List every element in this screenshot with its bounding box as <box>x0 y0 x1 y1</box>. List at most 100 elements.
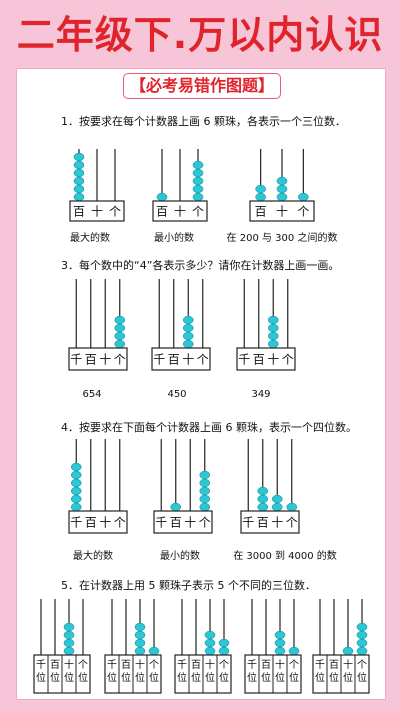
q3-abacus-3-place-label: 百 <box>253 353 265 367</box>
q1-abacus-2-frame <box>152 200 208 222</box>
q1-abacus-1-frame <box>69 200 125 222</box>
q5-abacus-4-place-label: 位 <box>261 671 271 684</box>
q4-abacus-3-bead <box>286 502 298 512</box>
q3-abacus-1-bead <box>114 315 126 325</box>
q4-abacus-1-bead <box>70 502 82 512</box>
q5-abacus-1-place-label: 位 <box>78 671 88 684</box>
q5-abacus-5-bead <box>342 646 354 656</box>
q3-label-3: 349 <box>251 389 271 400</box>
q3-abacus-2-bead <box>182 331 194 341</box>
q3-label-2: 450 <box>167 389 187 400</box>
q1-abacus-2-place-label: 十 <box>174 205 186 219</box>
q5-abacus-4-place-label: 十 <box>275 658 285 671</box>
q1-abacus-2-bead <box>192 184 204 194</box>
q3-abacus-1-place-label: 千 <box>70 353 82 367</box>
q5-abacus-5-place-label: 位 <box>343 671 353 684</box>
question-4: 4．按要求在下面每个计数器上画 6 颗珠，表示一个四位数。 <box>61 421 357 434</box>
q5-abacus-5-place-label: 位 <box>315 671 325 684</box>
q5-abacus-3-place-label: 十 <box>205 658 215 671</box>
q5-abacus-5-place-label: 千 <box>315 659 325 671</box>
q4-abacus-3-bead <box>257 494 269 504</box>
q4-abacus-3-bead <box>257 486 269 496</box>
q4-abacus-1-place-label: 百 <box>85 516 97 530</box>
q5-abacus-2-bead <box>134 630 146 640</box>
q5-abacus-2-place-label: 十 <box>135 658 145 671</box>
q5-abacus-2-place-label: 位 <box>135 671 145 684</box>
q5-abacus-2-bead <box>134 622 146 632</box>
q3-abacus-1-place-label: 百 <box>85 353 97 367</box>
q5-abacus-4-place-label: 千 <box>247 659 257 671</box>
q1-label-2: 最小的数 <box>154 233 194 244</box>
q3-abacus-1-bead <box>114 331 126 341</box>
q4-abacus-1-bead <box>70 478 82 488</box>
q3-abacus-2-place-label: 千 <box>153 353 165 367</box>
worksheet: 【必考易错作图题】 1．按要求在每个计数器上画 6 颗珠，各表示一个三位数． 最… <box>16 68 386 700</box>
q3-abacus-3-bead <box>267 315 279 325</box>
q3-abacus-2-place-label: 十 <box>182 353 194 367</box>
q5-abacus-2-place-label: 百 <box>121 659 131 671</box>
q3-abacus-2-frame <box>151 347 211 371</box>
q5-abacus-1-bead <box>63 638 75 648</box>
q5-abacus-5-bead <box>356 638 368 648</box>
q5-abacus-4-bead <box>274 646 286 656</box>
q1-abacus-3-frame <box>249 200 315 222</box>
q3-label-1: 654 <box>82 389 102 400</box>
q5-abacus-3-place-label: 位 <box>177 671 187 684</box>
q5-abacus-4-place-label: 位 <box>289 671 299 684</box>
q1-abacus-3-bead <box>276 176 288 186</box>
q3-abacus-3-place-label: 十 <box>267 353 279 367</box>
q5-abacus-5-place-label: 位 <box>329 671 339 684</box>
q5-abacus-1-place-label: 位 <box>36 671 46 684</box>
q5-abacus-3-place-label: 位 <box>219 671 229 684</box>
q1-abacus-3-place-label: 个 <box>297 205 309 219</box>
q4-abacus-3-place-label: 个 <box>286 516 298 530</box>
q3-abacus-2-place-label: 百 <box>168 353 180 367</box>
q3-abacus-1-bead <box>114 323 126 333</box>
question-3: 3．每个数中的“4”各表示多少？请你在计数器上画一画。 <box>61 259 340 272</box>
page-title: 二年级下.万以内认识 <box>16 13 384 57</box>
q1-label-3: 在 200 与 300 之间的数 <box>226 233 338 244</box>
q5-abacus-1-bead <box>63 630 75 640</box>
q4-abacus-2-bead <box>199 502 211 512</box>
q4-abacus-2-bead <box>170 502 182 512</box>
abacus-drawings: 百十个百十个百十个千百十个千百十个千百十个千百十个千百十个千百十个千位百位十位个… <box>33 149 370 694</box>
q5-abacus-5-place-label: 个 <box>357 659 367 671</box>
q4-abacus-3-bead <box>271 502 283 512</box>
q1-abacus-2-place-label: 百 <box>156 205 168 219</box>
q1-abacus-2-bead <box>156 192 168 202</box>
q4-label-1: 最大的数 <box>73 551 113 562</box>
q1-abacus-3-bead <box>276 184 288 194</box>
q1-abacus-2-bead <box>192 192 204 202</box>
q4-abacus-2-place-label: 个 <box>199 516 211 530</box>
q5-abacus-4-place-label: 位 <box>275 671 285 684</box>
q4-abacus-2-place-label: 千 <box>155 516 167 530</box>
q4-abacus-1-place-label: 个 <box>114 516 126 530</box>
q1-abacus-1-place-label: 百 <box>73 205 85 219</box>
section-badge: 【必考易错作图题】 <box>123 73 281 99</box>
q4-abacus-2-bead <box>199 478 211 488</box>
q4-abacus-3-bead <box>257 502 269 512</box>
q1-abacus-3-place-label: 百 <box>255 205 267 219</box>
q1-abacus-1-place-label: 个 <box>109 205 121 219</box>
q3-abacus-3-place-label: 千 <box>238 353 250 367</box>
q4-abacus-3-frame <box>240 510 300 534</box>
q5-abacus-3-bead <box>204 630 216 640</box>
q5-abacus-2-bead <box>148 646 160 656</box>
q1-abacus-1-place-label: 十 <box>91 205 103 219</box>
question-5: 5．在计数器上用 5 颗珠子表示 5 个不同的三位数． <box>61 579 316 592</box>
q5-abacus-2-place-label: 位 <box>149 671 159 684</box>
q4-abacus-2-bead <box>199 494 211 504</box>
q5-abacus-5-place-label: 十 <box>343 658 353 671</box>
q3-abacus-1-place-label: 十 <box>99 353 111 367</box>
q1-label-1: 最大的数 <box>70 233 110 244</box>
q3-abacus-1-place-label: 个 <box>114 353 126 367</box>
q5-abacus-1-place-label: 个 <box>78 659 88 671</box>
q5-abacus-5-place-label: 位 <box>357 671 367 684</box>
q5-abacus-4-place-label: 百 <box>261 659 271 671</box>
q4-abacus-1-bead <box>70 494 82 504</box>
q1-abacus-2-bead <box>192 160 204 170</box>
q3-abacus-3-frame <box>236 347 296 371</box>
q1-abacus-3-bead <box>276 192 288 202</box>
q1-abacus-1-bead <box>73 152 85 162</box>
q1-abacus-1-bead <box>73 176 85 186</box>
